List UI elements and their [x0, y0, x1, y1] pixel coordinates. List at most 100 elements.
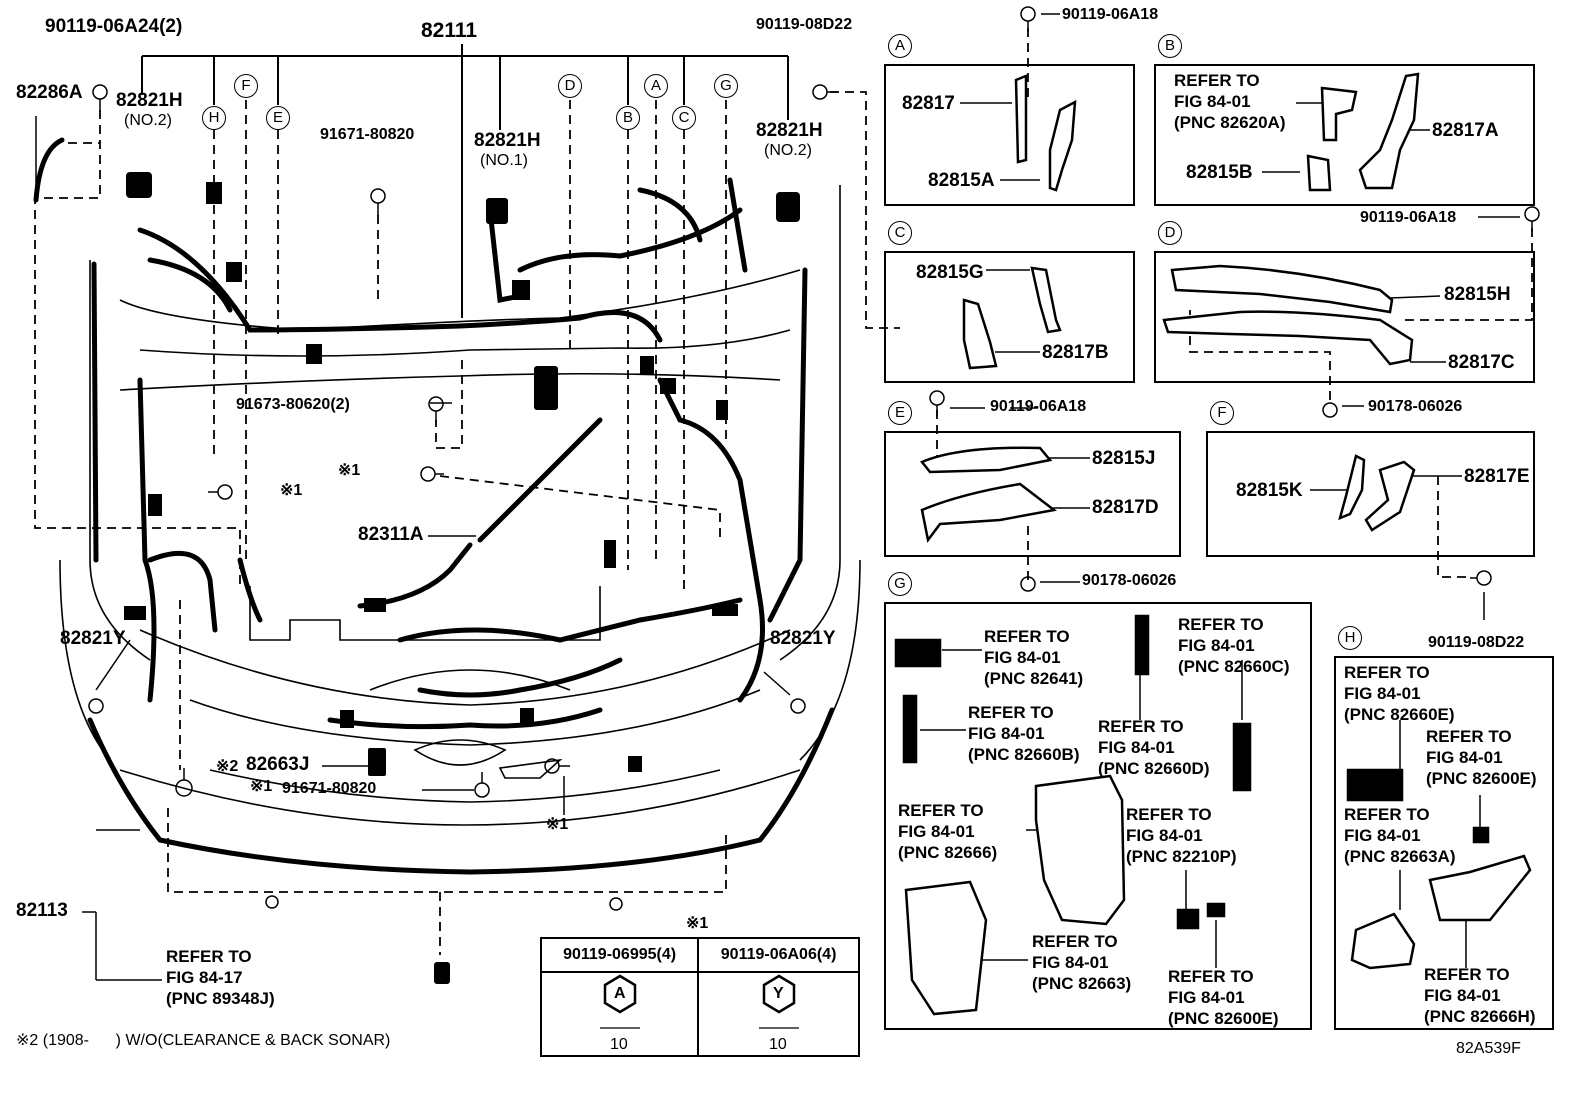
- detail-e-clip: 90178-06026: [1082, 572, 1177, 589]
- connector-blocks: [124, 172, 800, 984]
- label-82663j: 82663J: [246, 754, 310, 775]
- detail-d-bolt: 90119-06A18: [1360, 209, 1457, 226]
- detail-h-ref-82600e: REFER TO FIG 84-01 (PNC 82600E): [1426, 727, 1537, 788]
- label-91671-bottom: 91671-80820: [282, 780, 377, 797]
- label-82821h-mid: 82821H: [474, 130, 541, 151]
- detail-c-letter: C: [888, 221, 912, 245]
- callout-a: A: [644, 74, 668, 98]
- detail-a-part1: 82817: [902, 93, 955, 114]
- label-90119-06a24: 90119-06A24(2): [45, 16, 183, 37]
- detail-box-d: [1154, 251, 1535, 383]
- detail-b-refer: REFER TO FIG 84-01 (PNC 82620A): [1174, 71, 1286, 132]
- note-mark-1: ※1: [338, 462, 361, 479]
- refer-89348j: REFER TO FIG 84-17 (PNC 89348J): [166, 947, 275, 1008]
- detail-box-h: [1334, 656, 1554, 1030]
- detail-g-ref-82660d: REFER TO FIG 84-01 (PNC 82660D): [1098, 717, 1210, 778]
- label-82311a: 82311A: [358, 524, 424, 545]
- label-82821h-right-sub: (NO.2): [764, 142, 812, 159]
- detail-e-part2: 82817D: [1092, 497, 1159, 518]
- spec-table-mark: ※1: [686, 915, 709, 932]
- callout-f: F: [234, 74, 258, 98]
- detail-g-ref-82210p: REFER TO FIG 84-01 (PNC 82210P): [1126, 805, 1237, 866]
- detail-a-letter: A: [888, 34, 912, 58]
- label-82821h-left-sub: (NO.2): [124, 112, 172, 129]
- detail-e-part1: 82815J: [1092, 448, 1156, 469]
- leader-82111: [141, 44, 789, 318]
- detail-box-a: [884, 64, 1135, 206]
- label-82821h-right: 82821H: [756, 120, 823, 141]
- spec-col1-size: 10: [610, 1036, 628, 1053]
- detail-g-ref-82660b: REFER TO FIG 84-01 (PNC 82660B): [968, 703, 1080, 764]
- spec-col1-letter: A: [614, 985, 626, 1002]
- detail-g-ref-82663: REFER TO FIG 84-01 (PNC 82663): [1032, 932, 1132, 993]
- spec-col1-cell: [539, 971, 700, 1057]
- label-82821h-mid-sub: (NO.1): [480, 152, 528, 169]
- detail-b-letter: B: [1158, 34, 1182, 58]
- label-90119-08d22-top: 90119-08D22: [756, 16, 853, 33]
- detail-h-ref-82666h: REFER TO FIG 84-01 (PNC 82666H): [1424, 965, 1536, 1026]
- label-82821y-left: 82821Y: [60, 628, 126, 649]
- spec-col1-part: 90119-06995(4): [539, 937, 700, 973]
- mark-82663j: ※2: [216, 758, 239, 775]
- detail-g-ref-82600e: REFER TO FIG 84-01 (PNC 82600E): [1168, 967, 1279, 1028]
- note-mark-2: ※1: [280, 482, 303, 499]
- detail-a-part2: 82815A: [928, 170, 995, 191]
- label-91671-top: 91671-80820: [320, 126, 415, 143]
- detail-box-f: [1206, 431, 1535, 557]
- label-82821y-right: 82821Y: [770, 628, 836, 649]
- detail-g-letter: G: [888, 572, 912, 596]
- detail-h-letter: H: [1338, 626, 1362, 650]
- harness-main: [33, 137, 835, 875]
- label-82111: 82111: [421, 19, 478, 42]
- detail-g-ref-82641: REFER TO FIG 84-01 (PNC 82641): [984, 627, 1084, 688]
- detail-d-clip: 90178-06026: [1368, 398, 1463, 415]
- detail-f-part1: 82815K: [1236, 480, 1303, 501]
- detail-e-bolt: 90119-06A18: [990, 398, 1087, 415]
- detail-e-letter: E: [888, 401, 912, 425]
- detail-f-part2: 82817E: [1464, 466, 1530, 487]
- label-82286a: 82286A: [16, 82, 83, 103]
- body-outline: [59, 185, 861, 826]
- figure-code: 82A539F: [1456, 1040, 1521, 1057]
- detail-d-part1: 82815H: [1444, 284, 1511, 305]
- callout-b: B: [616, 106, 640, 130]
- fasteners-main: [88, 6, 1540, 911]
- detail-d-letter: D: [1158, 221, 1182, 245]
- detail-c-part1: 82815G: [916, 262, 984, 283]
- spec-col2-cell: [697, 971, 860, 1057]
- note-mark-4: ※1: [546, 816, 569, 833]
- detail-f-bolt: 90119-08D22: [1428, 634, 1525, 651]
- detail-g-ref-82660c: REFER TO FIG 84-01 (PNC 82660C): [1178, 615, 1290, 676]
- leader-lines: [35, 13, 1520, 981]
- detail-d-part2: 82817C: [1448, 352, 1515, 373]
- callout-h: H: [202, 106, 226, 130]
- spec-col2-letter: Y: [773, 985, 784, 1002]
- detail-box-c: [884, 251, 1135, 383]
- detail-sketches: [603, 72, 1532, 1016]
- detail-h-ref-82663a: REFER TO FIG 84-01 (PNC 82663A): [1344, 805, 1456, 866]
- label-82821h-left: 82821H: [116, 90, 183, 111]
- fastener-spec-table: 90119-06995(4) 90119-06A06(4): [539, 937, 860, 1057]
- detail-b-part2: 82815B: [1186, 162, 1253, 183]
- footnote: ※2 (1908- ) W/O(CLEARANCE & BACK SONAR): [16, 1032, 391, 1049]
- detail-h-ref-82660e: REFER TO FIG 84-01 (PNC 82660E): [1344, 663, 1455, 724]
- callout-c: C: [672, 106, 696, 130]
- detail-box-e: [884, 431, 1181, 557]
- label-91673: 91673-80620(2): [236, 396, 350, 413]
- detail-box-b: [1154, 64, 1535, 206]
- detail-c-part2: 82817B: [1042, 342, 1109, 363]
- spec-col2-part: 90119-06A06(4): [697, 937, 860, 973]
- detail-a-bolt: 90119-06A18: [1062, 6, 1159, 23]
- spec-col2-size: 10: [769, 1036, 787, 1053]
- label-82113: 82113: [16, 900, 68, 921]
- detail-g-ref-82666: REFER TO FIG 84-01 (PNC 82666): [898, 801, 998, 862]
- callout-e: E: [266, 106, 290, 130]
- detail-box-g: [884, 602, 1312, 1030]
- note-mark-3: ※1: [250, 778, 273, 795]
- callout-d: D: [558, 74, 582, 98]
- detail-b-part1: 82817A: [1432, 120, 1499, 141]
- detail-f-letter: F: [1210, 401, 1234, 425]
- callout-g: G: [714, 74, 738, 98]
